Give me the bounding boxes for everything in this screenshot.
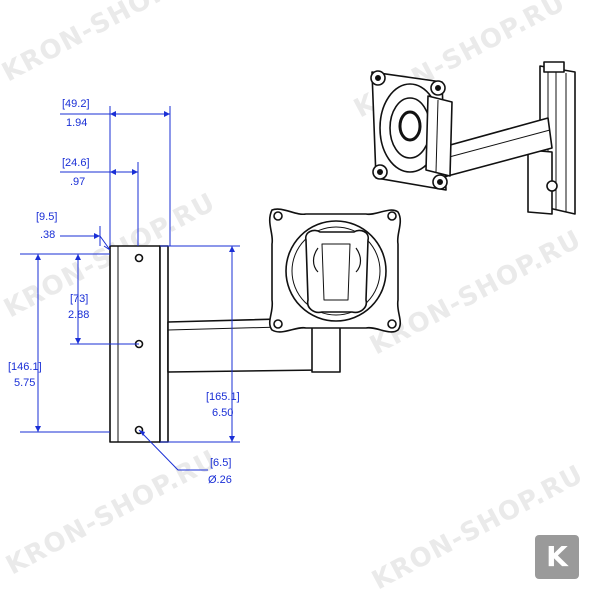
vesa-hole	[273, 211, 283, 221]
dim-24-in: .97	[70, 176, 85, 188]
logo-letter: K	[546, 540, 568, 573]
dim-leader-hole	[138, 429, 208, 471]
dim-9-mm: [9.5]	[36, 211, 57, 223]
dim-73-mm: [73]	[70, 293, 88, 305]
dim-146-in: 5.75	[14, 377, 35, 389]
dim-24-mm: [24.6]	[62, 157, 90, 169]
iso-ear-hole	[436, 179, 443, 186]
iso-ear-hole	[374, 75, 381, 82]
dim-146-mm: [146.1]	[8, 361, 42, 373]
iso-ear-hole	[434, 85, 441, 92]
kron-logo: K	[535, 535, 579, 579]
dim-73-in: 2.88	[68, 309, 89, 321]
wall-bracket	[527, 149, 553, 215]
tilt-knuckle-inner	[321, 243, 351, 301]
iso-plate-hub	[398, 110, 422, 142]
watermark-text: KRON-SHOP.RU	[0, 0, 219, 88]
dim-165-mm: [165.1]	[206, 391, 240, 403]
dimension-lines	[20, 106, 240, 471]
dim-6-mm: [6.5]	[210, 457, 231, 469]
vesa-hole	[387, 211, 397, 221]
watermark-text: KRON-SHOP.RU	[1, 445, 222, 582]
isometric-view	[370, 61, 576, 215]
dim-9-in: .38	[40, 229, 55, 241]
iso-knuckle	[425, 95, 453, 177]
dim-49-mm: [49.2]	[62, 98, 90, 110]
dim-49-in: 1.94	[66, 117, 87, 129]
iso-ear-hole	[376, 169, 383, 176]
dimension-labels: [49.2] 1.94 [24.6] .97 [9.5] .38 [73] 2.…	[8, 98, 240, 486]
bracket-knob	[546, 180, 558, 192]
vesa-hole	[273, 319, 283, 329]
vesa-hole	[387, 319, 397, 329]
dim-165-in: 6.50	[212, 407, 233, 419]
wall-bracket-side	[159, 245, 169, 443]
tilt-knuckle-lobe	[312, 247, 362, 273]
tilt-knuckle	[304, 229, 370, 314]
dim-6-in: Ø.26	[208, 474, 232, 486]
mount-hole	[134, 253, 144, 263]
iso-knuckle-edge	[435, 99, 439, 173]
iso-arm-edge	[437, 129, 551, 161]
wall-rail-cap	[543, 61, 565, 73]
